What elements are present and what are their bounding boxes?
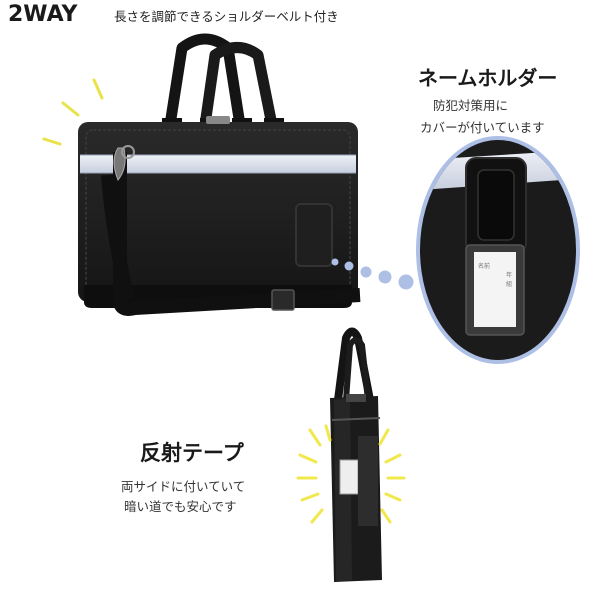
card-text-name: 名前	[478, 263, 491, 270]
bag-front-view	[78, 33, 361, 316]
reflective-strip	[80, 155, 356, 173]
name-holder-title: ネームホルダー	[418, 66, 558, 90]
reflective-tape-desc-line1: 両サイドに付いていて	[121, 479, 246, 494]
header-badge: 2WAY	[8, 2, 78, 27]
reflective-tape-desc-line2: 暗い道でも安心です	[124, 499, 237, 514]
reflective-patch	[339, 459, 359, 495]
bag-side-view	[330, 327, 382, 582]
name-card-text: 名前 年 組	[478, 262, 512, 318]
name-card	[474, 252, 516, 327]
bag-handle	[199, 42, 278, 127]
reflective-tape-title: 反射テープ	[140, 441, 244, 465]
shoulder-strap	[113, 152, 361, 316]
card-text-class: 組	[505, 281, 512, 288]
spark-lines	[42, 78, 104, 146]
connector-dots	[331, 258, 414, 290]
name-holder-zoom	[416, 136, 580, 364]
card-text-year: 年	[505, 272, 512, 279]
name-holder-desc-line1: 防犯対策用に	[433, 98, 509, 113]
spark-burst	[296, 424, 406, 524]
header-caption: 長さを調節できるショルダーベルト付き	[114, 9, 339, 24]
name-holder-desc-line2: カバーが付いています	[420, 120, 545, 135]
